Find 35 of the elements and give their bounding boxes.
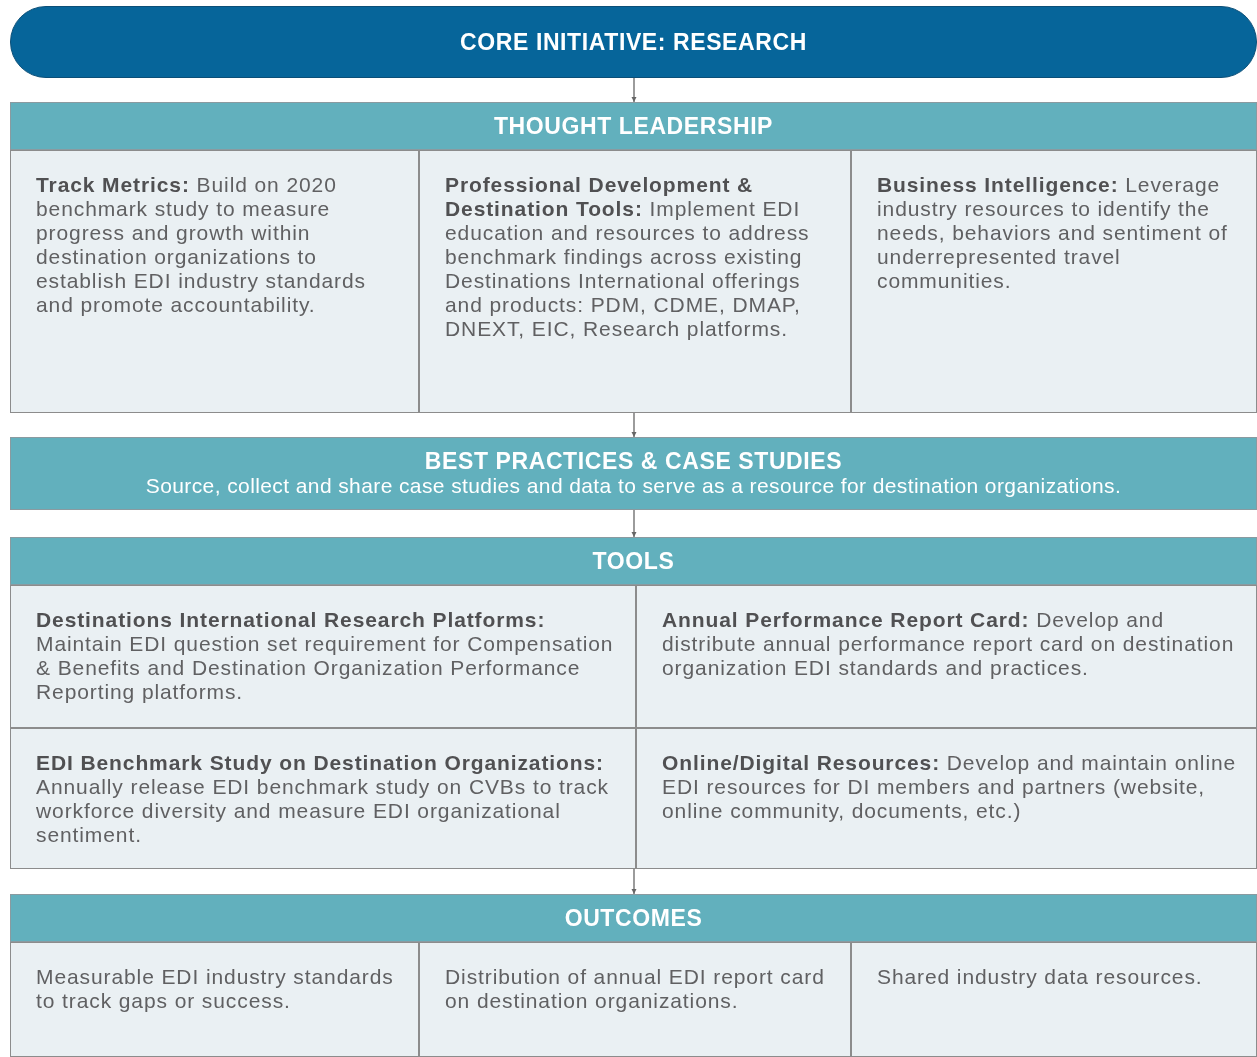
section-title: CORE INITIATIVE: RESEARCH (460, 27, 807, 57)
section-band (10, 437, 1257, 510)
content-cell (636, 585, 1257, 728)
content-cell (10, 942, 419, 1057)
content-cell (10, 728, 636, 869)
description-text: EDI Benchmark Study on Destination Organizations: Annually release EDI benchmark study on CVBs to track workforce diversity and measure EDI organizational sentiment. (36, 751, 610, 847)
title-banner (10, 6, 1257, 78)
content-cell (10, 150, 419, 413)
content-cell (851, 942, 1257, 1057)
description-text: Distribution of annual EDI report card on destination organizations. (445, 965, 826, 1013)
content-cell (636, 728, 1257, 869)
content-cell (10, 585, 636, 728)
section-description: Source, collect and share case studies and data to serve as a resource for destination organizations. (145, 474, 1122, 498)
section-title: THOUGHT LEADERSHIP (493, 113, 774, 139)
section-band (10, 537, 1257, 585)
content-cell (419, 942, 851, 1057)
section-band (10, 894, 1257, 942)
arrow (631, 412, 637, 438)
content-cell (419, 150, 851, 413)
description-text: Annual Performance Report Card: Develop and distribute annual performance report card on destination organization EDI standards and practices. (662, 608, 1236, 680)
description-text: Professional Development & Destination Tools: Implement EDI education and resources to address benchmark findings across existing Destinations International offerings and products: PDM, CDME, DMAP, DNEXT, EIC, Research platforms. (445, 173, 811, 341)
section-band (10, 102, 1257, 150)
arrow (631, 868, 637, 895)
content-cell (851, 150, 1257, 413)
arrow (631, 509, 637, 538)
description-text: Destinations International Research Platforms: Maintain EDI question set requirement for Compensation & Benefits and Destination Organization Performance Reporting platforms. (36, 608, 615, 704)
section-title: BEST PRACTICES & CASE STUDIES (424, 449, 843, 474)
description-text: Track Metrics: Build on 2020 benchmark study to measure progress and growth within destination organizations to establish EDI industry standards and promote accountability. (36, 173, 367, 317)
section-title: TOOLS (592, 548, 675, 574)
description-text: Shared industry data resources. (877, 965, 1204, 989)
description-text: Business Intelligence: Leverage industry resources to identify the needs, behaviors and sentiment of underrepresented travel communities. (877, 173, 1229, 293)
description-text: Online/Digital Resources: Develop and maintain online EDI resources for DI members and partners (website, online community, documents, etc.) (662, 751, 1238, 823)
description-text: Measurable EDI industry standards to track gaps or success. (36, 965, 395, 1013)
arrow (631, 77, 637, 103)
section-title: OUTCOMES (564, 905, 703, 931)
